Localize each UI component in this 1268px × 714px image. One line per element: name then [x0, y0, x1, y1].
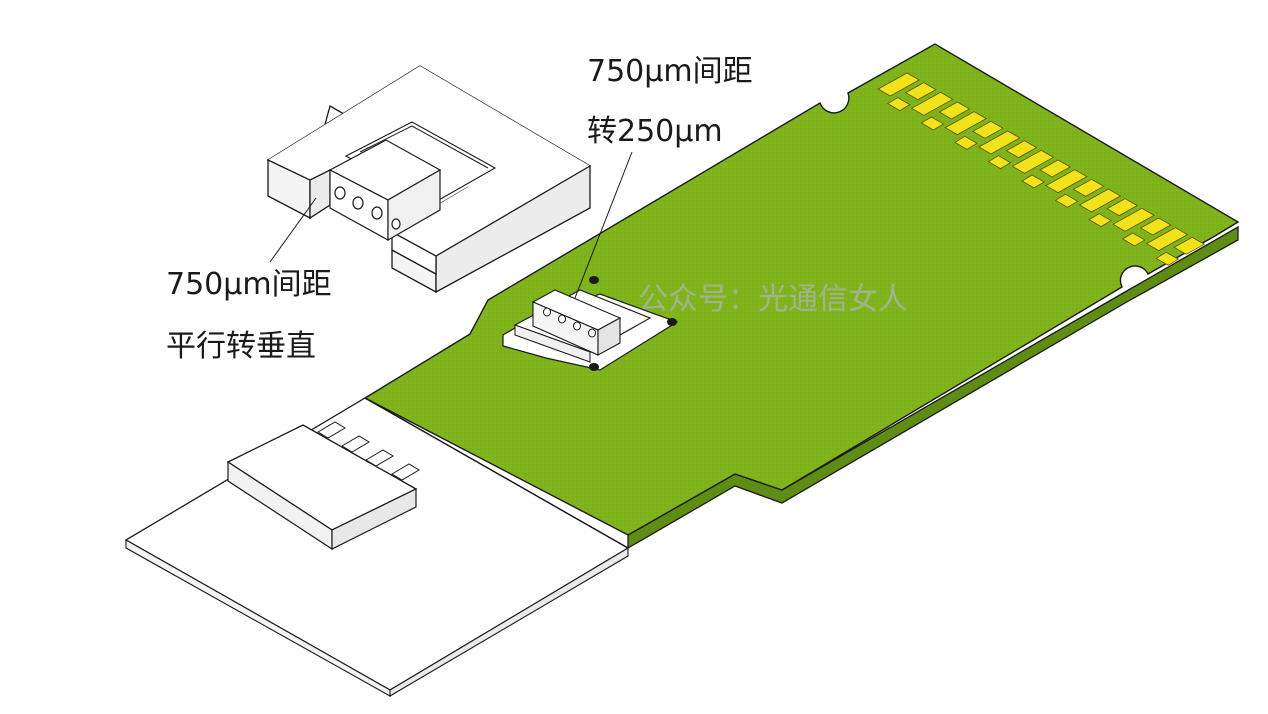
electrical-chip — [226, 421, 420, 551]
gold-finger-pad — [1173, 236, 1206, 255]
ferrule-hole — [352, 196, 364, 210]
mount-hole — [589, 363, 599, 371]
leader-line-top — [574, 151, 633, 299]
gold-finger-pad — [1039, 159, 1071, 178]
mount-hole — [667, 318, 677, 326]
gold-finger-pad — [910, 91, 954, 116]
adapter-side — [597, 317, 621, 356]
gold-finger-pad — [972, 120, 1004, 139]
pcb-cutout-adapter — [502, 276, 679, 371]
leader-line-left — [269, 197, 317, 263]
gold-finger-pad — [1112, 207, 1155, 232]
gold-finger-pad-short — [886, 97, 911, 112]
ferrule-hole — [371, 206, 383, 220]
chip-pin — [391, 463, 420, 481]
gold-finger-pad — [904, 82, 937, 101]
gold-finger-pad — [1078, 188, 1122, 213]
gold-finger-pad — [1139, 217, 1172, 236]
gold-fingers — [877, 72, 1206, 266]
substrate-front — [389, 547, 629, 697]
exploded-connector — [266, 65, 592, 294]
gold-finger-pad — [1106, 198, 1139, 217]
ferrule-hole — [391, 218, 401, 230]
gold-finger-pad-short — [1021, 174, 1045, 189]
gold-finger-pad — [1072, 178, 1105, 197]
annotation-top-line1: 750µm间距 — [587, 54, 753, 89]
gold-finger-pad-short — [954, 135, 978, 150]
gold-finger-pad — [1011, 149, 1055, 174]
connector-right-top — [391, 230, 437, 276]
gold-finger-pad — [944, 111, 988, 136]
gold-finger-pad — [1145, 227, 1189, 252]
chip-pin — [317, 421, 346, 439]
fiber-hole — [573, 321, 581, 331]
gold-finger-pad — [938, 101, 971, 120]
gold-finger-pad-short — [987, 155, 1012, 170]
gold-finger-pad — [978, 130, 1021, 155]
ferrule-side — [387, 168, 441, 242]
annotation-left-line1: 750µm间距 — [166, 267, 332, 302]
gold-finger-pad — [1005, 140, 1038, 159]
gold-finger-pad-short — [1054, 193, 1079, 208]
gold-finger-pad — [1045, 169, 1088, 194]
fiber-hole — [558, 314, 566, 324]
gold-finger-pad — [877, 72, 920, 97]
gold-finger-pad-short — [1088, 213, 1112, 228]
chip-pin — [341, 435, 370, 453]
fiber-hole — [588, 328, 596, 338]
connector-frame-top — [268, 66, 590, 256]
connector-right-side — [435, 164, 591, 294]
gold-finger-pad-short — [920, 116, 945, 131]
adapter-base-side — [514, 324, 591, 363]
gold-finger-pad-short — [1121, 232, 1146, 247]
gold-finger-pad-short — [1155, 251, 1180, 266]
ferrule-hole — [334, 186, 346, 200]
annotation-left-line2: 平行转垂直 — [166, 329, 316, 364]
mount-hole — [589, 276, 599, 284]
watermark: 公众号：光通信女人 — [638, 282, 908, 317]
fiber-hole — [543, 307, 551, 317]
chip-right-side — [331, 488, 417, 550]
annotation-top-line2: 转250µm — [587, 114, 723, 149]
